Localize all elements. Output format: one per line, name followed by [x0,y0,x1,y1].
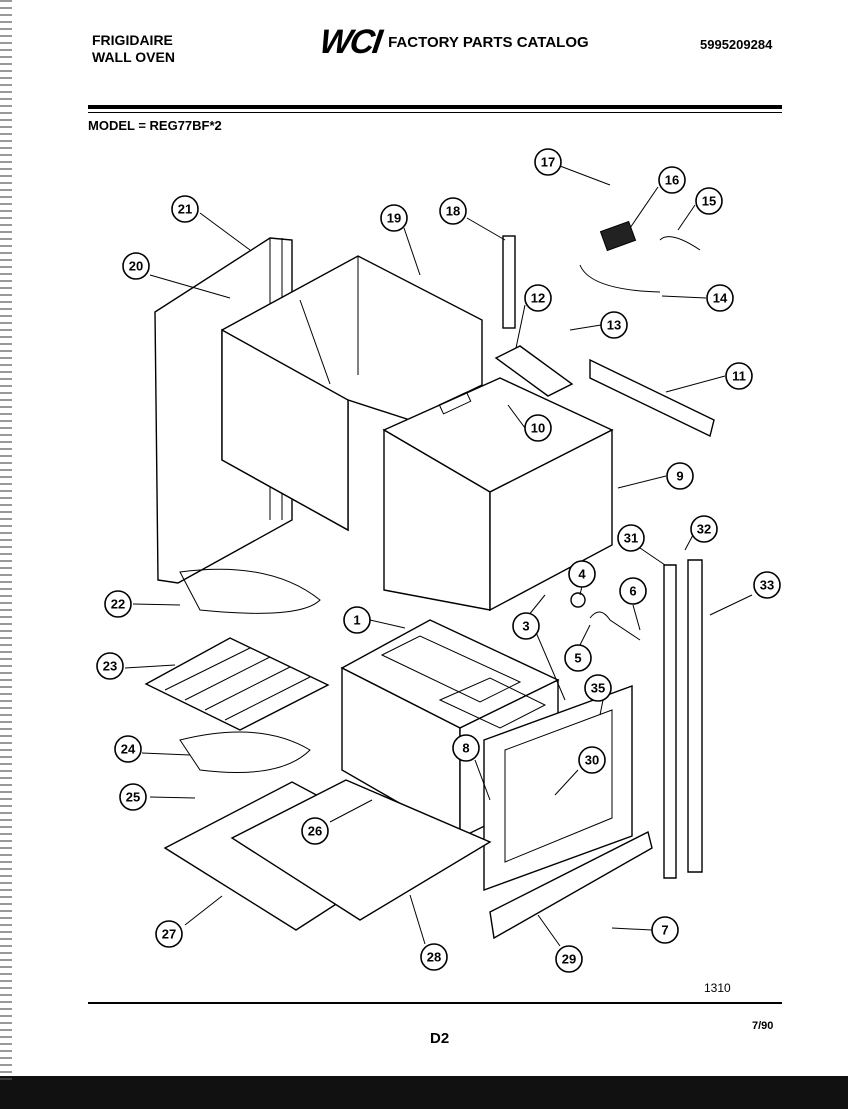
svg-text:30: 30 [585,753,599,768]
part-side-trims [663,559,703,879]
svg-text:35: 35 [591,681,605,696]
svg-text:7: 7 [661,923,668,938]
header-rule-thin [88,112,782,113]
svg-text:33: 33 [760,578,774,593]
catalog-header: WCI FACTORY PARTS CATALOG [317,23,589,61]
svg-text:26: 26 [308,824,322,839]
callout-18: 18 [439,197,467,225]
svg-text:10: 10 [531,421,545,436]
svg-text:11: 11 [732,369,746,384]
svg-text:23: 23 [103,659,117,674]
svg-text:9: 9 [676,469,683,484]
callout-20: 20 [122,252,150,280]
callout-23: 23 [96,652,124,680]
callout-32: 32 [690,515,718,543]
svg-text:22: 22 [111,597,125,612]
svg-text:17: 17 [541,155,555,170]
figure-code: 1310 [704,981,731,995]
brand-line-1: FRIGIDAIRE [92,32,173,48]
svg-text:28: 28 [427,950,441,965]
callout-35: 35 [584,674,612,702]
part-front-trim [489,830,653,940]
svg-text:12: 12 [531,291,545,306]
svg-text:31: 31 [624,531,638,546]
svg-text:32: 32 [697,522,711,537]
svg-text:19: 19 [387,211,401,226]
callout-27: 27 [155,920,183,948]
svg-text:4: 4 [578,567,586,582]
svg-text:21: 21 [178,202,192,217]
svg-text:25: 25 [126,790,140,805]
callout-21: 21 [171,195,199,223]
svg-text:8: 8 [462,741,469,756]
callout-30: 30 [578,746,606,774]
callout-11: 11 [725,362,753,390]
callout-17: 17 [534,148,562,176]
part-small-components [494,220,715,641]
callout-19: 19 [380,204,408,232]
svg-text:18: 18 [446,204,460,219]
callout-9: 9 [666,462,694,490]
scan-edge-bottom [0,1076,848,1109]
page-number: D2 [430,1030,450,1047]
callout-26: 26 [301,817,329,845]
svg-text:14: 14 [713,291,728,306]
callout-16: 16 [658,166,686,194]
callout-22: 22 [104,590,132,618]
callout-7: 7 [651,916,679,944]
scan-edge-left [0,0,12,1080]
callout-14: 14 [706,284,734,312]
catalog-title: FACTORY PARTS CATALOG [388,33,589,51]
svg-text:24: 24 [121,742,136,757]
svg-text:20: 20 [129,259,143,274]
svg-text:1: 1 [353,613,360,628]
callout-15: 15 [695,187,723,215]
callout-12: 12 [524,284,552,312]
callout-6: 6 [619,577,647,605]
catalog-date: 7/90 [752,1020,774,1032]
callout-3: 3 [512,612,540,640]
brand-line-2: WALL OVEN [92,49,175,65]
callout-5: 5 [564,644,592,672]
svg-text:16: 16 [665,173,679,188]
callout-1: 1 [343,606,371,634]
callout-10: 10 [524,414,552,442]
svg-text:13: 13 [607,318,621,333]
svg-text:6: 6 [629,584,636,599]
part-bottom-panels [163,779,492,931]
header-rule-thick [88,105,782,109]
callout-13: 13 [600,311,628,339]
callout-28: 28 [420,943,448,971]
model-label: MODEL = REG77BF*2 [88,118,222,133]
brand-title: FRIGIDAIRE WALL OVEN [92,32,175,66]
callout-31: 31 [617,524,645,552]
svg-text:5: 5 [574,651,581,666]
callout-24: 24 [114,735,142,763]
footer-rule [88,1002,782,1004]
part-heating-elements-and-rack [144,568,330,773]
callout-33: 33 [753,571,781,599]
part-oven-body [382,377,614,612]
callout-8: 8 [452,734,480,762]
svg-text:15: 15 [702,194,716,209]
svg-text:3: 3 [522,619,529,634]
catalog-part-number: 5995209284 [700,37,773,52]
callout-29: 29 [555,945,583,973]
callout-4: 4 [568,560,596,588]
callout-25: 25 [119,783,147,811]
svg-text:29: 29 [562,952,576,967]
svg-text:27: 27 [162,927,176,942]
leader-lines [124,165,753,947]
